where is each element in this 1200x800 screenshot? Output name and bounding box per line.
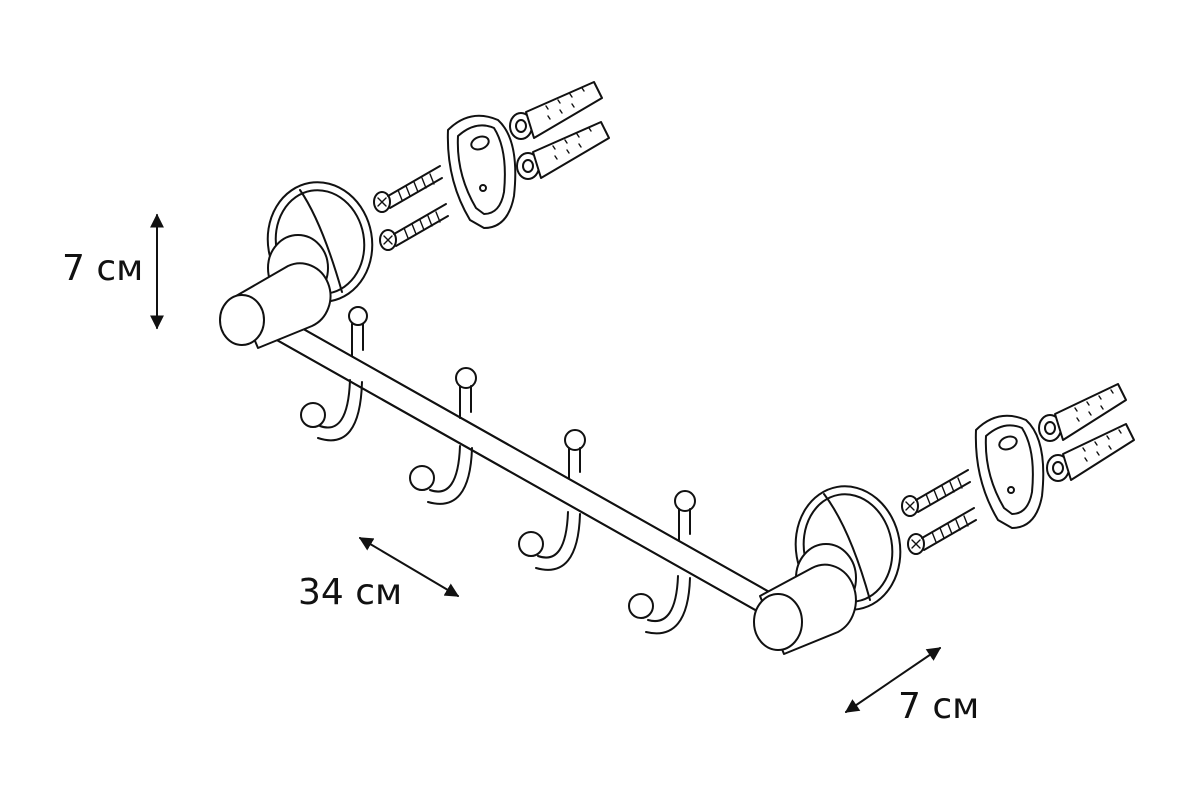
left-wall-plug-1 [509, 81, 603, 140]
height-dimension-label: 7 см [62, 248, 144, 289]
hook-1 [300, 306, 368, 442]
right-wall-plug-2 [1046, 423, 1135, 482]
depth-dimension-label: 7 см [898, 686, 980, 727]
length-dimension-arrow [358, 537, 460, 597]
hook-3 [518, 429, 586, 571]
left-screw-1 [373, 165, 443, 213]
hook-4 [628, 490, 696, 635]
right-mounting-bracket [974, 414, 1045, 529]
hook-2 [409, 367, 477, 505]
right-end-cap [753, 563, 857, 655]
left-mounting-bracket [446, 114, 517, 229]
left-end-cap [219, 262, 332, 349]
right-screw-2 [907, 507, 977, 555]
length-dimension-label: 34 см [298, 572, 403, 613]
right-screw-1 [901, 469, 971, 517]
left-screw-2 [379, 203, 449, 251]
depth-dimension-arrow [844, 647, 942, 713]
right-wall-plug-1 [1038, 383, 1127, 442]
left-wall-plug-2 [516, 121, 610, 180]
